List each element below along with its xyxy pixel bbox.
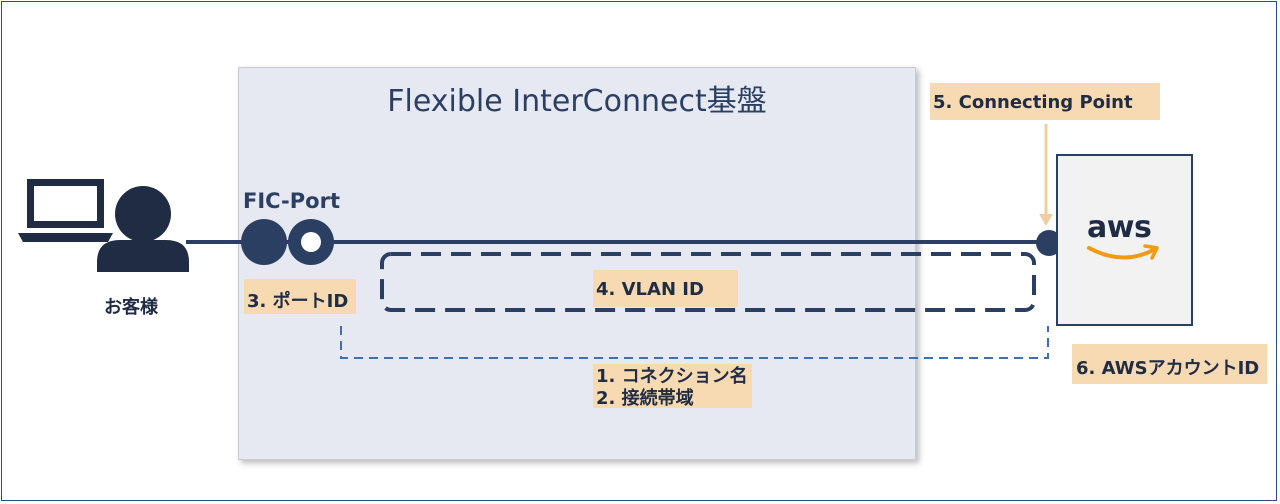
aws-logo-text: aws xyxy=(1087,210,1152,245)
arrow-down-icon xyxy=(1039,124,1053,226)
platform-title: Flexible InterConnect基盤 xyxy=(387,84,767,119)
vlan-dashed-box xyxy=(380,252,1036,312)
vlan-id-label: 4. VLAN ID xyxy=(593,270,738,307)
port-id-label: 3. ポートID xyxy=(244,279,356,314)
laptop-icon xyxy=(18,179,113,242)
person-icon xyxy=(97,186,189,272)
fic-platform-area xyxy=(238,67,916,460)
aws-logo-icon xyxy=(1087,244,1159,260)
fic-port-label: FIC-Port xyxy=(243,189,340,213)
connecting-point-node xyxy=(1036,230,1062,256)
port-icon xyxy=(241,219,334,265)
aws-account-id-label: 6. AWSアカウントID xyxy=(1072,344,1267,384)
bandwidth-label: 2. 接続帯域 xyxy=(596,388,694,409)
connection-dashed-path xyxy=(340,326,1049,359)
connection-info-label: 1. コネクション名 2. 接続帯域 xyxy=(593,364,752,409)
connection-name-label: 1. コネクション名 xyxy=(596,366,748,387)
aws-box xyxy=(1056,154,1193,326)
connecting-point-label: 5. Connecting Point xyxy=(930,83,1160,120)
customer-label: お客様 xyxy=(104,297,158,318)
